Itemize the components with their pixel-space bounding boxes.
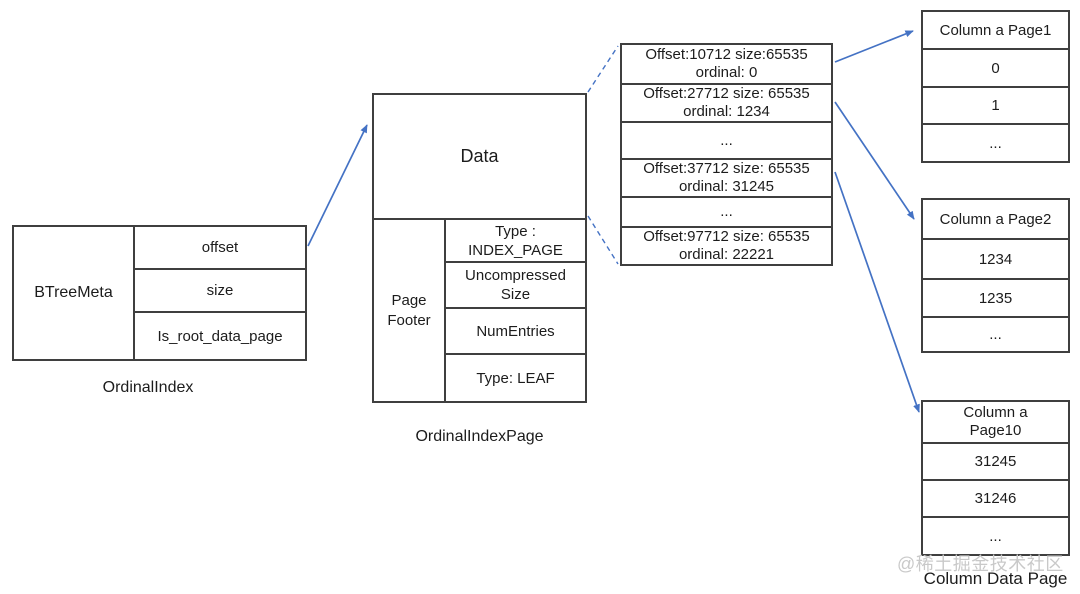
column-page2-box: Column a Page2 1234 1235 ...: [921, 198, 1070, 353]
footer-row-label: Type :: [495, 222, 536, 240]
btree-field-offset: offset: [135, 227, 305, 270]
column-page10-title-line2: Page10: [969, 422, 1022, 439]
ordinal-entry-line: ordinal: 1234: [683, 103, 770, 120]
column-page2-title: Column a Page2: [939, 210, 1052, 228]
page-footer-section: Page Footer Type : INDEX_PAGE Uncompress…: [374, 220, 585, 401]
column-page1-box: Column a Page1 0 1 ...: [921, 10, 1070, 163]
btree-field-is-root-data-page: Is_root_data_page: [135, 313, 305, 359]
footer-row-type-index-page: Type : INDEX_PAGE: [446, 220, 585, 263]
column-page10-header: Column a Page10: [923, 402, 1068, 444]
column-page2-row-2: 1235: [923, 280, 1068, 318]
dashed-connector-bottom: [587, 215, 619, 265]
footer-row-label: Uncompressed: [465, 267, 566, 284]
field-is-root-data-page-label: Is_root_data_page: [157, 327, 283, 345]
column-page1-row-ellipsis: ...: [923, 125, 1068, 161]
column-page1-header: Column a Page1: [923, 12, 1068, 50]
dashed-connector-top: [587, 45, 619, 93]
page-footer-title-cell: Page Footer: [374, 220, 446, 401]
value-label: 31246: [974, 490, 1017, 507]
offset-entries-table: Offset:10712 size:65535 ordinal: 0 Offse…: [620, 43, 833, 266]
column-page2-row-ellipsis: ...: [923, 318, 1068, 351]
column-page1-title: Column a Page1: [939, 21, 1052, 39]
footer-row-numentries: NumEntries: [446, 309, 585, 355]
footer-row-type-leaf: Type: LEAF: [446, 355, 585, 401]
btree-meta-label: BTreeMeta: [34, 284, 113, 301]
column-page2-row-1: 1234: [923, 240, 1068, 280]
offset-entry-row-1: Offset:10712 size:65535 ordinal: 0: [622, 45, 831, 85]
ordinal-index-page-box: Data Page Footer Type : INDEX_PAGE Uncom…: [372, 93, 587, 403]
page-footer-label-line2: Footer: [387, 311, 431, 329]
value-label: 31245: [974, 453, 1017, 470]
column-page10-row-ellipsis: ...: [923, 518, 1068, 554]
column-page1-row-1: 0: [923, 50, 1068, 88]
value-label: 0: [991, 59, 1000, 77]
footer-row-uncompressed-size: Uncompressed Size: [446, 263, 585, 309]
ellipsis-label: ...: [989, 134, 1002, 152]
ellipsis-label: ...: [720, 203, 733, 220]
data-section: Data: [374, 95, 585, 220]
data-label: Data: [460, 146, 499, 166]
column-page10-row-1: 31245: [923, 444, 1068, 481]
ellipsis-label: ...: [720, 131, 733, 149]
field-size-label: size: [206, 282, 234, 299]
ordinal-entry-line: ordinal: 31245: [678, 178, 775, 195]
column-page10-title-line1: Column a: [963, 404, 1028, 421]
column-page10-box: Column a Page10 31245 31246 ...: [921, 400, 1070, 556]
arrow-row1-to-page1: [834, 30, 914, 63]
ordinal-index-caption: OrdinalIndex: [102, 379, 194, 396]
arrow-row4-to-page10: [834, 171, 920, 413]
page-footer-label-line1: Page: [391, 291, 427, 309]
offset-entry-row-6: Offset:97712 size: 65535 ordinal: 22221: [622, 228, 831, 264]
offset-entry-line: Offset:97712 size: 65535: [643, 228, 810, 245]
ellipsis-label: ...: [989, 326, 1002, 343]
offset-entry-row-ellipsis-1: ...: [622, 123, 831, 160]
value-label: 1234: [978, 250, 1013, 268]
btree-meta-fields: offset size Is_root_data_page: [135, 227, 305, 359]
column-page10-row-2: 31246: [923, 481, 1068, 518]
offset-entry-row-4: Offset:37712 size: 65535 ordinal: 31245: [622, 160, 831, 198]
ellipsis-label: ...: [989, 527, 1002, 545]
btree-meta-title-cell: BTreeMeta: [14, 227, 135, 359]
ordinal-entry-line: ordinal: 22221: [678, 246, 775, 263]
offset-entry-line: Offset:37712 size: 65535: [643, 160, 810, 177]
arrow-row2-to-page2: [834, 101, 915, 220]
footer-row-label: Type: LEAF: [476, 369, 555, 387]
page-footer-rows: Type : INDEX_PAGE Uncompressed Size NumE…: [446, 220, 585, 401]
field-offset-label: offset: [201, 239, 239, 256]
footer-row-label: Size: [500, 286, 531, 303]
arrow-offset-to-data: [307, 124, 368, 247]
offset-entry-row-ellipsis-2: ...: [622, 198, 831, 228]
watermark: @稀土掘金技术社区: [897, 554, 1064, 574]
footer-row-label: INDEX_PAGE: [468, 241, 563, 259]
footer-row-label: NumEntries: [476, 322, 555, 340]
offset-entry-line: Offset:27712 size: 65535: [643, 85, 810, 102]
column-page2-header: Column a Page2: [923, 200, 1068, 240]
column-page1-row-2: 1: [923, 88, 1068, 125]
btree-meta-box: BTreeMeta offset size Is_root_data_page: [12, 225, 307, 361]
ordinal-index-page-caption: OrdinalIndexPage: [415, 428, 544, 445]
column-data-page-caption: Column Data Page: [923, 569, 1068, 588]
value-label: 1235: [978, 289, 1013, 307]
offset-entry-line: Offset:10712 size:65535: [645, 46, 808, 63]
offset-entry-row-2: Offset:27712 size: 65535 ordinal: 1234: [622, 85, 831, 123]
ordinal-entry-line: ordinal: 0: [695, 64, 758, 81]
value-label: 1: [991, 97, 1000, 114]
btree-field-size: size: [135, 270, 305, 313]
